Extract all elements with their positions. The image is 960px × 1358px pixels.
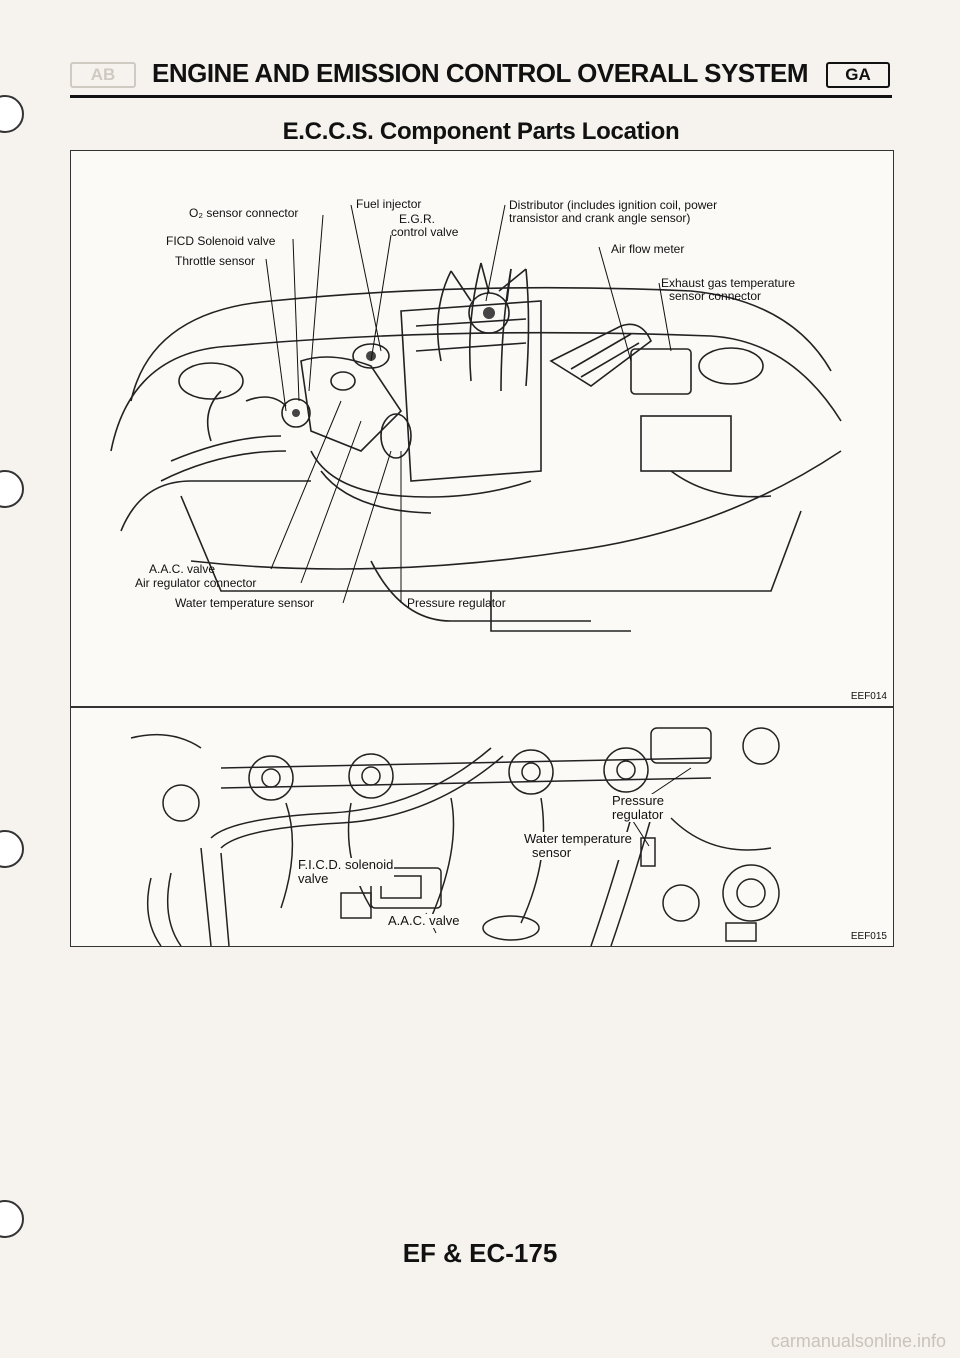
- label2-aac-valve: A.A.C. valve: [387, 913, 461, 928]
- figure-code: EEF014: [850, 691, 887, 702]
- label2-ficd-line1: F.I.C.D. solenoid: [298, 857, 394, 872]
- label-o2-sensor-connector: O₂ sensor connector: [189, 206, 299, 220]
- label2-pressure-line1: Pressure: [612, 793, 665, 808]
- binder-hole: [0, 1200, 24, 1238]
- label2-ficd-line2: valve: [298, 871, 329, 886]
- label2-pressure-regulator: Pressure regulator: [611, 793, 666, 822]
- label-throttle-sensor: Throttle sensor: [175, 254, 256, 268]
- label-exhaust-line1: Exhaust gas temperature: [661, 276, 796, 290]
- label2-pressure-line2: regulator: [612, 807, 664, 822]
- page-number: EF & EC-175: [402, 1238, 558, 1268]
- engine-closeup-illustration: [130, 727, 780, 946]
- label-water-temperature-sensor: Water temperature sensor: [175, 596, 314, 610]
- page-title: ENGINE AND EMISSION CONTROL OVERALL SYST…: [151, 58, 809, 88]
- label2-water-temperature-sensor: Water temperature sensor: [523, 832, 633, 860]
- label-distributor-line2: transistor and crank angle sensor): [509, 211, 691, 225]
- engine-overview-illustration: [110, 204, 842, 632]
- page-header: AB ENGINE AND EMISSION CONTROL OVERALL S…: [70, 56, 890, 92]
- binder-hole: [0, 830, 24, 868]
- label-distributor: Distributor (includes ignition coil, pow…: [509, 199, 717, 225]
- label-pressure-regulator: Pressure regulator: [407, 596, 506, 610]
- label2-water-line2: sensor: [532, 845, 572, 860]
- label-egr-line1: E.G.R.: [399, 212, 436, 226]
- label-aac-valve: A.A.C. valve: [149, 562, 216, 576]
- label-fuel-injector: Fuel injector: [356, 197, 422, 211]
- section-title: E.C.C.S. Component Parts Location: [282, 118, 680, 145]
- label-air-flow-meter: Air flow meter: [611, 242, 685, 256]
- label-exhaust-line2: sensor connector: [669, 289, 762, 303]
- watermark: carmanualsonline.info: [770, 1331, 946, 1351]
- label2-ficd-solenoid-valve: F.I.C.D. solenoid valve: [297, 857, 395, 886]
- section-badge-right: GA: [826, 62, 890, 88]
- label-ficd-solenoid-valve: FICD Solenoid valve: [166, 234, 276, 248]
- label-distributor-line1: Distributor (includes ignition coil, pow…: [509, 198, 718, 212]
- label-egr-control-valve: E.G.R. control valve: [391, 213, 458, 239]
- label-air-regulator-connector: Air regulator connector: [135, 576, 257, 590]
- binder-hole: [0, 95, 24, 133]
- binder-hole: [0, 470, 24, 508]
- figure-engine-closeup: Pressure regulator Water temperature sen…: [70, 707, 894, 947]
- label-egr-line2: control valve: [391, 225, 459, 239]
- header-rule: [70, 95, 892, 98]
- figure-code: EEF015: [850, 931, 887, 942]
- label2-water-line1: Water temperature: [524, 831, 632, 846]
- figure-engine-overview: O₂ sensor connector FICD Solenoid valve …: [70, 150, 894, 707]
- section-badge-left: AB: [70, 62, 136, 88]
- label-exhaust-gas-temperature-sensor-connector: Exhaust gas temperature sensor connector: [661, 277, 795, 303]
